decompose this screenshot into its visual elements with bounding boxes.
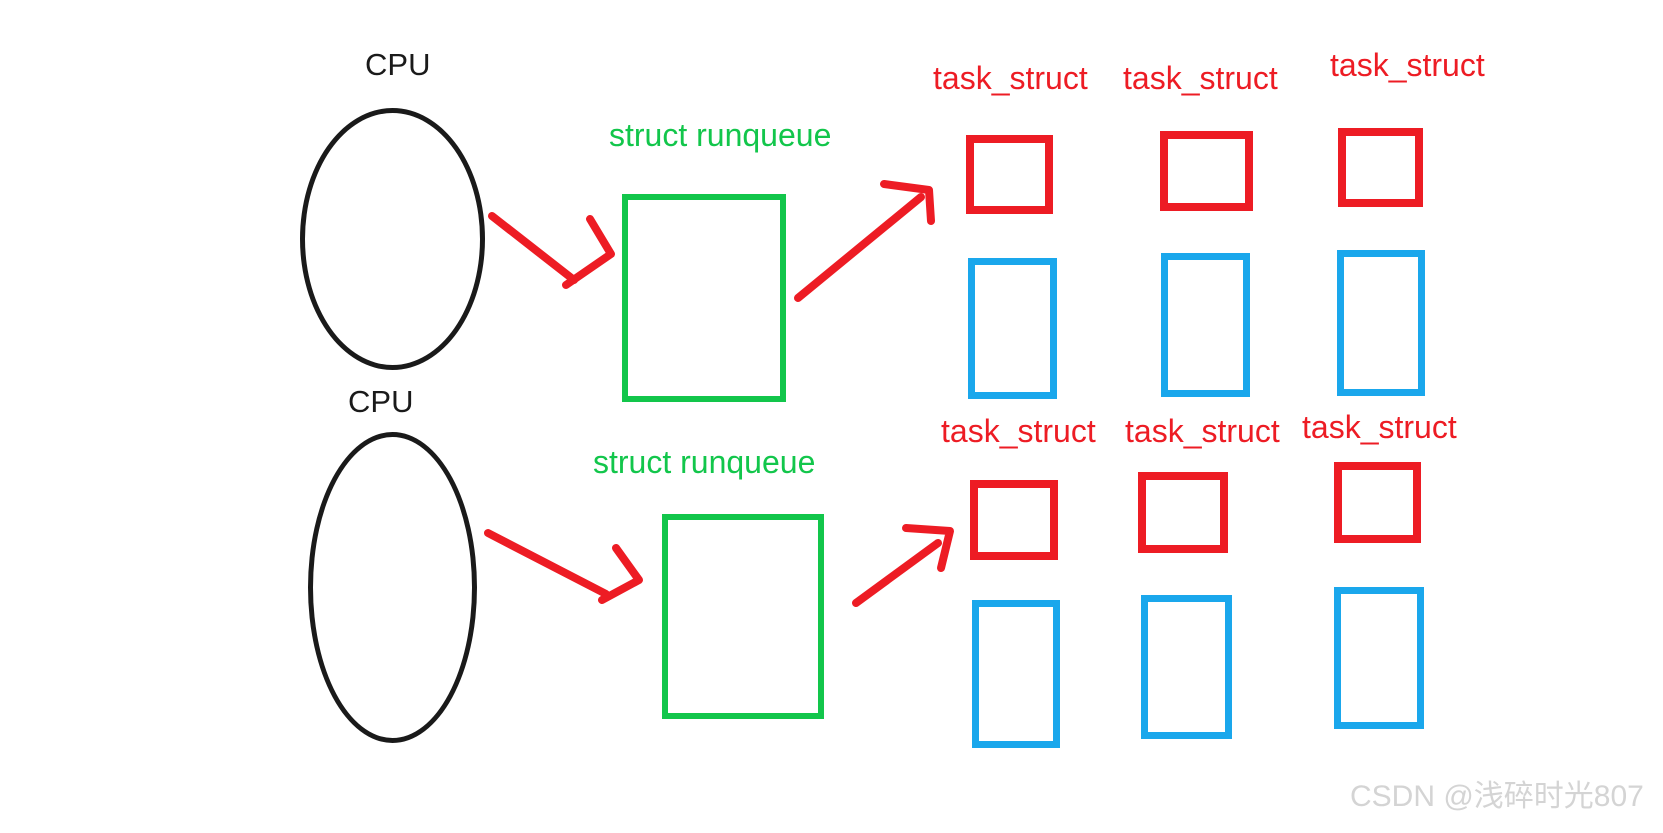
thread1-box-3 — [1337, 250, 1425, 396]
task1-box-1 — [966, 135, 1053, 214]
task2-label-1: task_struct — [941, 413, 1096, 449]
arrow-runqueue1-to-task1 — [794, 180, 935, 302]
thread1-box-1 — [968, 258, 1057, 399]
cpu1-label: CPU — [365, 47, 431, 82]
arrow-runqueue2-to-task2 — [852, 524, 954, 607]
runqueue2-box — [662, 514, 824, 719]
thread2-box-1 — [972, 600, 1060, 748]
task1-box-3 — [1338, 128, 1423, 207]
cpu2-ellipse — [308, 432, 477, 743]
runqueue1-box — [622, 194, 786, 402]
task1-box-2 — [1160, 131, 1253, 211]
cpu1-ellipse — [300, 108, 485, 370]
arrow-cpu2-to-runqueue2 — [484, 529, 643, 604]
thread2-box-2 — [1141, 595, 1232, 739]
task2-box-1 — [970, 480, 1058, 560]
task2-label-2: task_struct — [1125, 413, 1280, 449]
thread1-box-2 — [1161, 253, 1250, 397]
task2-box-2 — [1138, 472, 1228, 553]
watermark-text: CSDN @浅碎时光807 — [1350, 780, 1644, 813]
cpu2-label: CPU — [348, 384, 414, 419]
runqueue1-label: struct runqueue — [609, 117, 832, 153]
task2-box-3 — [1334, 462, 1421, 543]
thread2-box-3 — [1334, 587, 1424, 729]
runqueue2-label: struct runqueue — [593, 444, 816, 480]
task2-label-3: task_struct — [1302, 409, 1457, 445]
arrow-cpu1-to-runqueue1 — [488, 212, 615, 289]
task1-label-2: task_struct — [1123, 60, 1278, 96]
task1-label-1: task_struct — [933, 60, 1088, 96]
task1-label-3: task_struct — [1330, 47, 1485, 83]
